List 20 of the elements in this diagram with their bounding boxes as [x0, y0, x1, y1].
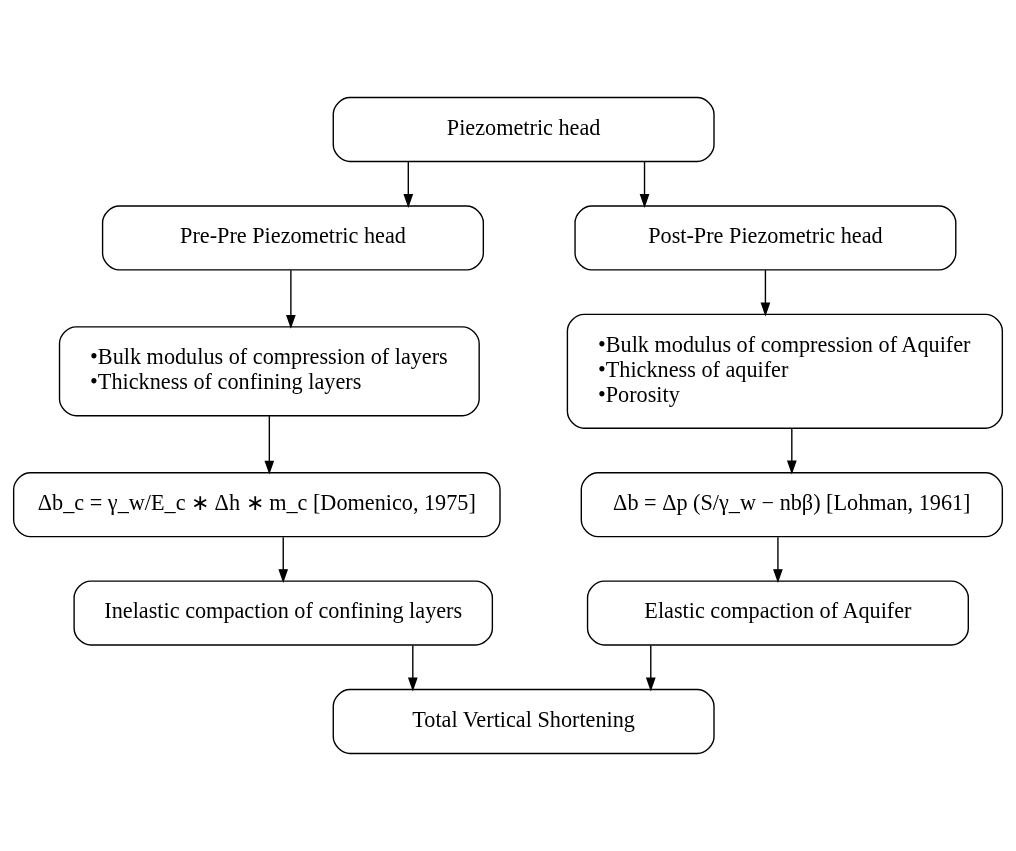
node-box: Δb_c = γ_w/E_c ∗ Δh ∗ m_c [Domenico, 1975]: [12, 472, 501, 538]
node-box: Pre-Pre Piezometric head: [101, 205, 485, 271]
arrow: [286, 269, 296, 329]
arrow: [773, 536, 783, 584]
node-box: Total Vertical Shortening: [332, 688, 715, 755]
node-box: Piezometric head: [332, 96, 715, 163]
arrow: [278, 536, 289, 584]
arrow: [760, 269, 771, 317]
node-box: •Bulk modulus of compression of Aquifer •Thickness of aquifer •Porosity: [566, 313, 1004, 429]
node-box: Elastic compaction of Aquifer: [586, 580, 969, 646]
arrow: [403, 161, 414, 208]
arrow: [639, 161, 650, 208]
arrow: [645, 644, 656, 692]
node-box: Δb = Δp (S/γ_w − nbβ) [Lohman, 1961]: [580, 472, 1004, 538]
arrow: [407, 644, 418, 692]
node-box: Post-Pre Piezometric head: [574, 205, 957, 271]
arrow: [786, 427, 797, 475]
arrow: [264, 415, 275, 475]
node-box: •Bulk modulus of compression of layers •Thickness of confining layers: [58, 326, 480, 417]
node-box: Inelastic compaction of confining layers: [73, 580, 494, 646]
